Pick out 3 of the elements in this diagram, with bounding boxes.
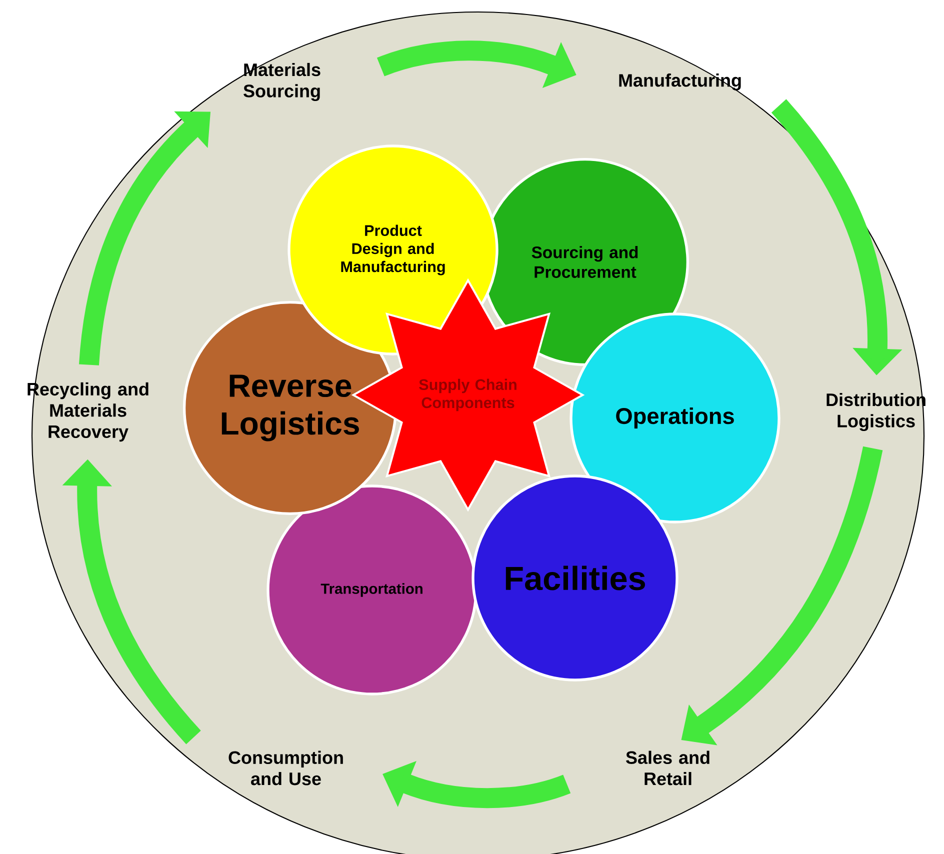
stage-label: Sales and Retail xyxy=(626,750,710,786)
stage-label: Consumption and Use xyxy=(228,750,343,786)
cycle-arrow xyxy=(79,111,210,366)
